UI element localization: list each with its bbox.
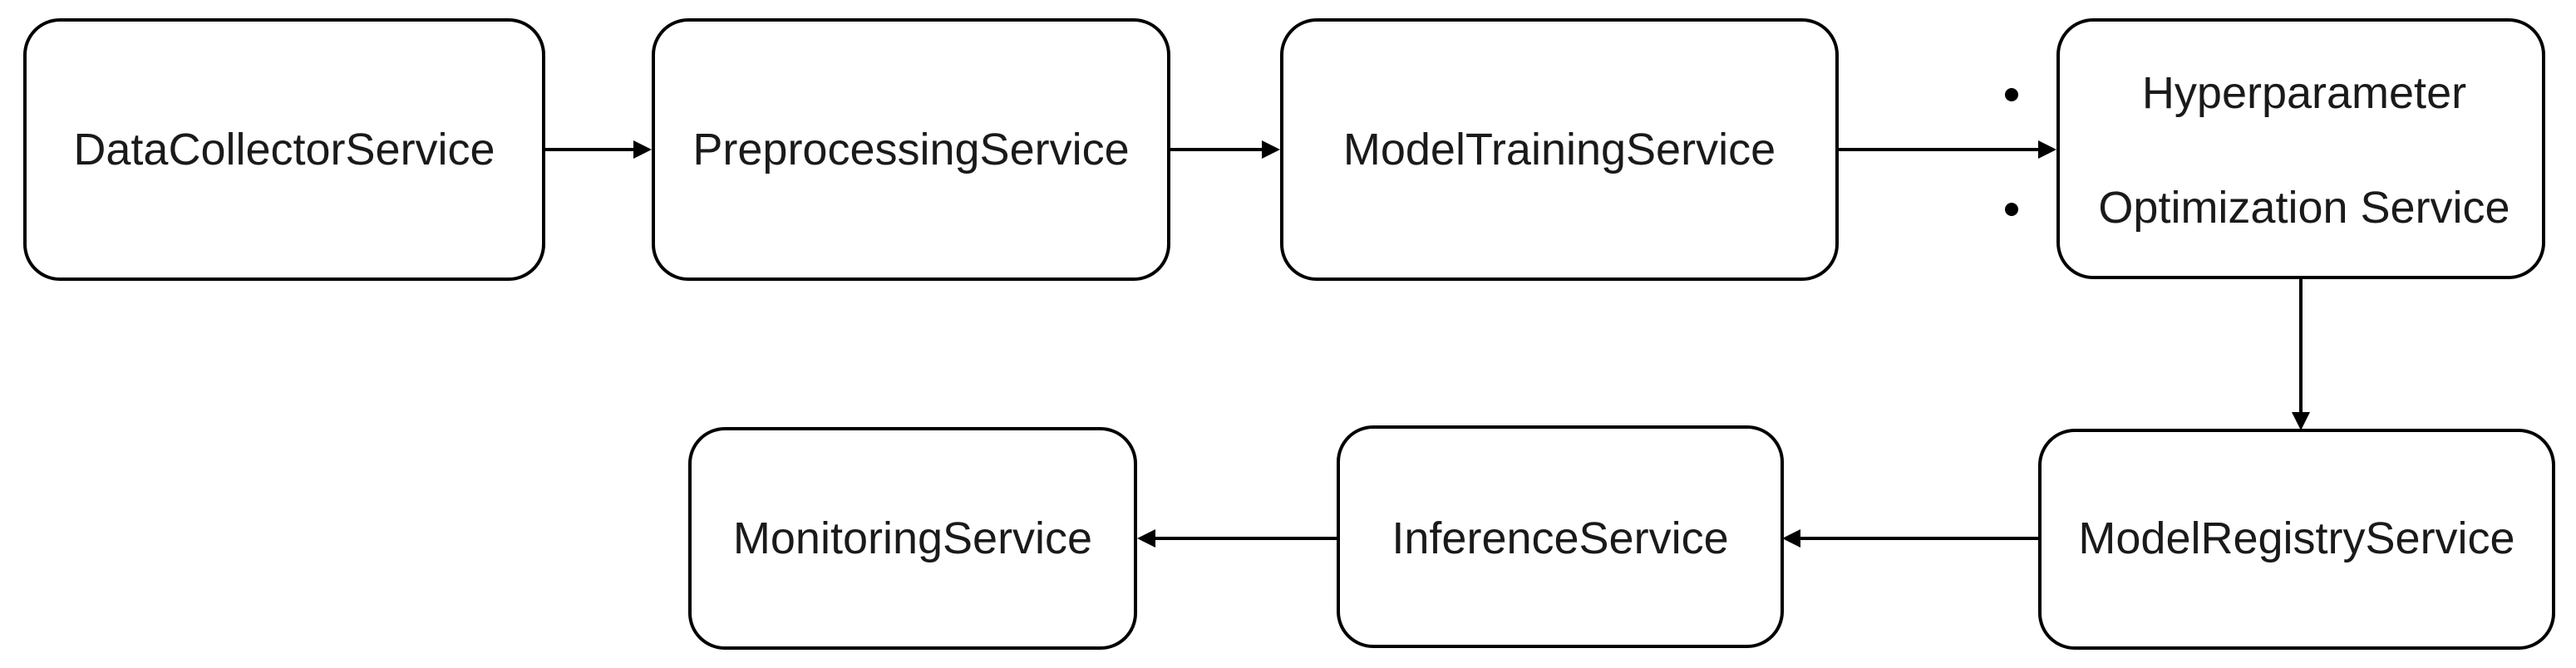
edges (544, 140, 2310, 548)
node-label: DataCollectorService (73, 125, 495, 174)
edge-datacollector-to-preprocessing (544, 140, 652, 159)
node-hyperparameter-optimization-service[interactable]: Hyperparameter Optimization Service (2005, 18, 2545, 279)
edge-hyperparameter-to-modelregistry (2292, 278, 2310, 430)
node-preprocessing-service[interactable]: PreprocessingService (652, 18, 1170, 281)
node-label: PreprocessingService (692, 125, 1129, 174)
node-inference-service[interactable]: InferenceService (1337, 425, 1784, 648)
node-model-registry-service[interactable]: ModelRegistryService (2038, 429, 2555, 650)
node-label: InferenceService (1391, 513, 1728, 563)
node-data-collector-service[interactable]: DataCollectorService (23, 18, 545, 281)
bullet-dot (2005, 88, 2018, 101)
bullet-dot (2005, 203, 2018, 216)
edge-inference-to-monitoring (1137, 529, 1338, 548)
node-label: ModelTrainingService (1343, 125, 1776, 174)
node-model-training-service[interactable]: ModelTrainingService (1280, 18, 1839, 281)
node-label-line-2: Optimization Service (2098, 183, 2510, 233)
node-label-line-1: Hyperparameter (2142, 68, 2466, 118)
edge-modelregistry-to-inference (1782, 529, 2040, 548)
node-label: MonitoringService (733, 513, 1092, 563)
edge-preprocessing-to-modeltraining (1169, 140, 1280, 159)
node-monitoring-service[interactable]: MonitoringService (688, 427, 1137, 650)
edge-modeltraining-to-hyperparameter (1837, 140, 2056, 159)
node-label: ModelRegistryService (2078, 513, 2514, 563)
